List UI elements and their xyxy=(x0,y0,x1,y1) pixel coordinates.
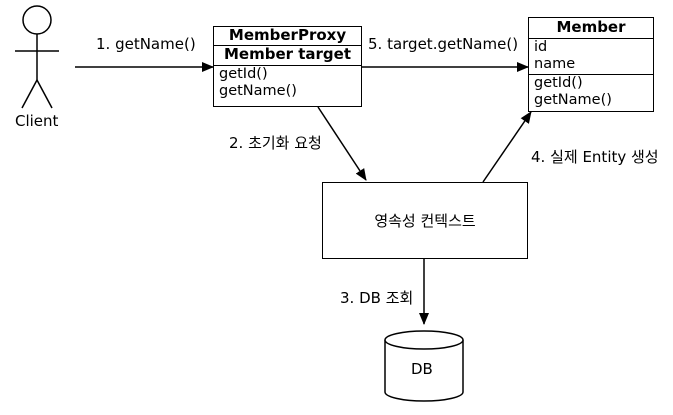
member-method: getId() xyxy=(534,75,583,91)
actor-label: Client xyxy=(15,112,59,130)
member-field: id xyxy=(534,39,548,55)
member-proxy-title: MemberProxy xyxy=(214,27,361,46)
arrow-label-step5: 5. target.getName() xyxy=(368,35,519,53)
member-proxy-method: getId() xyxy=(219,66,268,82)
database-cylinder xyxy=(384,330,464,402)
member-proxy-field: Member target xyxy=(214,46,361,66)
arrow-label-step2: 2. 초기화 요청 xyxy=(229,134,322,152)
member-fields: id name xyxy=(529,39,653,75)
member-method: getName() xyxy=(534,92,612,108)
database-label: DB xyxy=(411,360,433,378)
persistence-context-label: 영속성 컨텍스트 xyxy=(374,212,476,230)
member-field: name xyxy=(534,56,576,72)
member-proxy-methods: getId() getName() xyxy=(214,66,361,100)
arrow-label-step4: 4. 실제 Entity 생성 xyxy=(531,148,659,166)
actor-figure xyxy=(15,5,59,109)
member-proxy-method: getName() xyxy=(219,83,297,99)
member-methods: getId() getName() xyxy=(529,75,653,109)
member-class: Member id name getId() getName() xyxy=(528,17,654,112)
arrow-label-step3: 3. DB 조회 xyxy=(340,289,414,307)
arrow-step2 xyxy=(317,106,367,181)
member-title: Member xyxy=(529,18,653,39)
arrow-step4 xyxy=(482,111,532,183)
arrow-label-step1: 1. getName() xyxy=(96,35,196,53)
member-proxy-class: MemberProxy Member target getId() getNam… xyxy=(213,26,362,107)
persistence-context-box: 영속성 컨텍스트 xyxy=(322,182,528,259)
